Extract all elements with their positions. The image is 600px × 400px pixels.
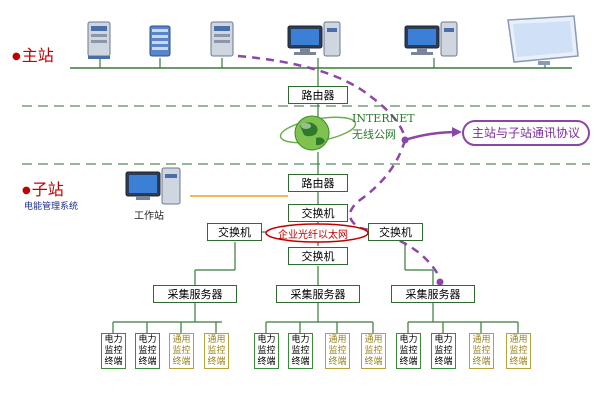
switch-bottom: 交换机	[288, 247, 348, 265]
server-icon-3	[210, 21, 234, 57]
workstation-icon-2	[404, 21, 458, 57]
power-terminal: 电力监控终端	[254, 333, 279, 369]
protocol-arrow	[404, 130, 459, 142]
main-station-label: ●主站	[12, 42, 54, 66]
general-terminal: 通用监控终端	[325, 333, 350, 369]
terminal-bus-right	[407, 303, 519, 333]
terminal-bus-mid	[265, 303, 374, 333]
switch-right: 交换机	[368, 223, 423, 241]
power-terminal: 电力监控终端	[101, 333, 126, 369]
protocol-label: 主站与子站通讯协议	[462, 120, 590, 146]
collector-server-right: 采集服务器	[391, 285, 475, 303]
general-terminal: 通用监控终端	[204, 333, 229, 369]
power-terminal: 电力监控终端	[135, 333, 160, 369]
protocol-curve-top	[237, 54, 407, 139]
router-bottom: 路由器	[288, 174, 348, 192]
main-station-text: 主站	[21, 46, 54, 65]
protocol-dot-bottom	[436, 278, 444, 286]
switch-top: 交换机	[288, 204, 348, 222]
workstation-label: 工作站	[134, 211, 164, 222]
general-terminal: 通用监控终端	[169, 333, 194, 369]
switch-left: 交换机	[207, 223, 262, 241]
power-terminal: 电力监控终端	[396, 333, 421, 369]
sub-station-label: ●子站	[22, 176, 64, 200]
general-terminal: 通用监控终端	[469, 333, 494, 369]
globe-icon	[279, 115, 357, 151]
terminal-bus-left	[112, 303, 222, 333]
power-terminal: 电力监控终端	[431, 333, 456, 369]
collector-server-mid: 采集服务器	[276, 285, 360, 303]
server-icon-2	[149, 25, 171, 57]
wireless-label: 无线公网	[352, 128, 396, 141]
protocol-curve-bottom	[348, 139, 442, 279]
fiber-network-label: 企业光纤以太网	[278, 230, 348, 241]
bullet-icon: ●	[22, 185, 31, 196]
workstation-icon-1	[287, 21, 341, 57]
server-icon-1	[87, 21, 111, 59]
bullet-icon: ●	[12, 51, 21, 62]
general-terminal: 通用监控终端	[506, 333, 531, 369]
fiber-ellipse	[265, 223, 369, 243]
energy-system-label: 电能管理系统	[24, 202, 79, 212]
internet-label: INTERNET	[352, 112, 415, 125]
large-display-icon	[507, 15, 579, 65]
power-terminal: 电力监控终端	[288, 333, 313, 369]
collector-server-left: 采集服务器	[153, 285, 237, 303]
protocol-arrowhead	[452, 127, 462, 137]
substation-workstation-icon	[125, 167, 181, 205]
general-terminal: 通用监控终端	[361, 333, 386, 369]
router-top: 路由器	[288, 86, 348, 104]
sub-station-text: 子站	[31, 180, 64, 199]
